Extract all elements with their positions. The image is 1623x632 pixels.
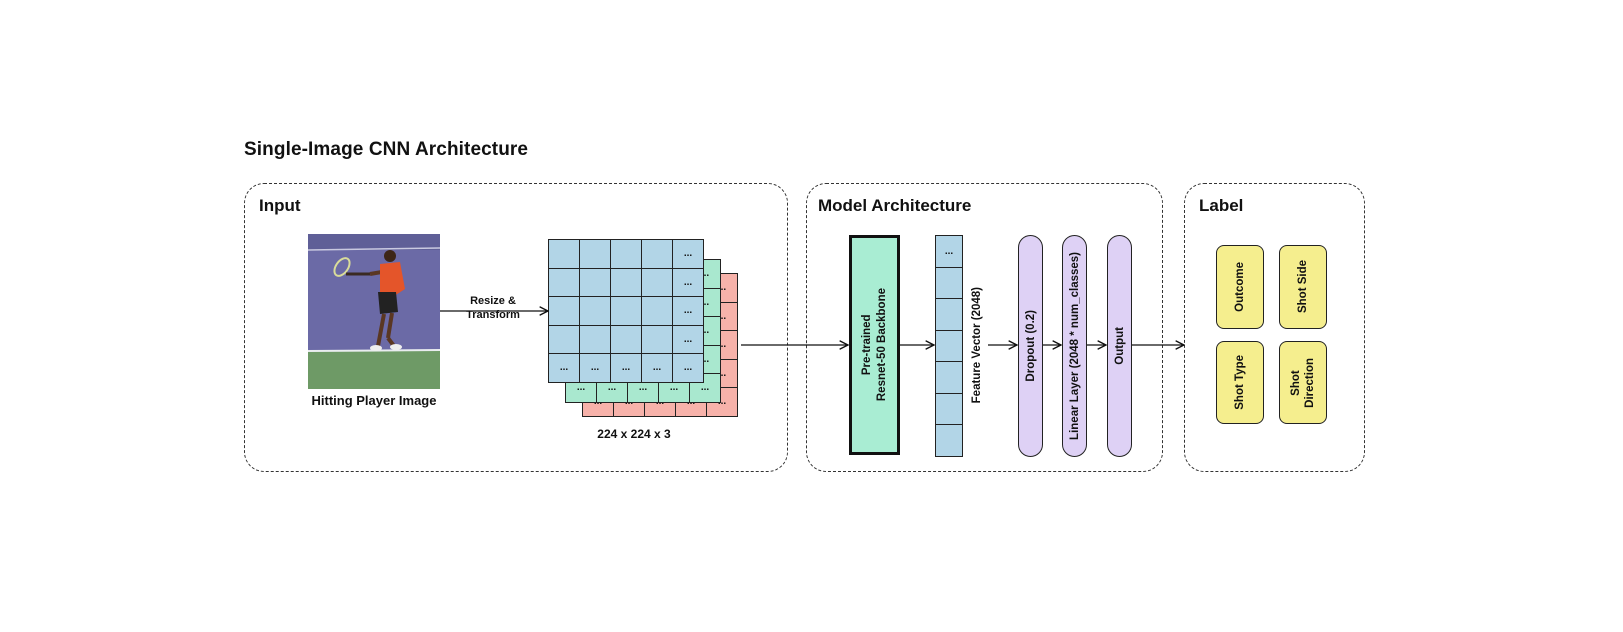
- resize-transform-label: Resize & Transform: [458, 294, 528, 322]
- tensor-cell: ...: [610, 353, 642, 383]
- tensor-cell: [579, 267, 611, 297]
- label-shot-type: Shot Type: [1216, 341, 1264, 424]
- model-panel-title: Model Architecture: [818, 196, 972, 215]
- tensor-cell: [641, 324, 673, 354]
- tensor-cell: ...: [641, 353, 673, 383]
- tensor-cell: [579, 239, 611, 269]
- input-panel-title: Input: [259, 196, 301, 215]
- player-image: [308, 234, 440, 389]
- label-shot-direction: Shot Direction: [1279, 341, 1327, 424]
- image-caption: Hitting Player Image: [311, 393, 437, 408]
- tensor-cell: [610, 239, 642, 269]
- tensor-cell: ...: [672, 267, 704, 297]
- resnet-backbone: Pre-trained Resnet-50 Backbone: [849, 235, 900, 455]
- tensor-cell: ...: [672, 296, 704, 326]
- tensor-cell: [579, 296, 611, 326]
- model-panel: [806, 183, 1163, 472]
- label-outcome: Outcome: [1216, 245, 1264, 329]
- feature-vector: ...: [935, 235, 963, 457]
- feature-vector-cell: [935, 392, 963, 426]
- tensor-cell: ...: [579, 353, 611, 383]
- tensor-cell: [610, 324, 642, 354]
- feature-vector-cell: [935, 329, 963, 363]
- linear-layer: Linear Layer (2048 * num_classes): [1062, 235, 1087, 457]
- label-panel-title: Label: [1199, 196, 1244, 215]
- resize-label-line1: Resize &: [470, 295, 516, 307]
- tensor-caption: 224 x 224 x 3: [597, 427, 671, 441]
- feature-vector-cell: [935, 266, 963, 300]
- label-shot-side: Shot Side: [1279, 245, 1327, 329]
- diagram-title: Single-Image CNN Architecture: [244, 139, 529, 160]
- tensor-cell: [579, 324, 611, 354]
- label-panel: [1184, 183, 1365, 472]
- tensor-cell: [641, 239, 673, 269]
- feature-vector-cell: [935, 424, 963, 457]
- input-panel: [244, 183, 788, 472]
- tensor-cell: ...: [672, 239, 704, 269]
- resize-label-line2: Transform: [466, 309, 520, 321]
- tensor-cell: ...: [672, 353, 704, 383]
- tensor-cell: [548, 267, 580, 297]
- dropout-layer: Dropout (0.2): [1018, 235, 1043, 457]
- output-layer: Output: [1107, 235, 1132, 457]
